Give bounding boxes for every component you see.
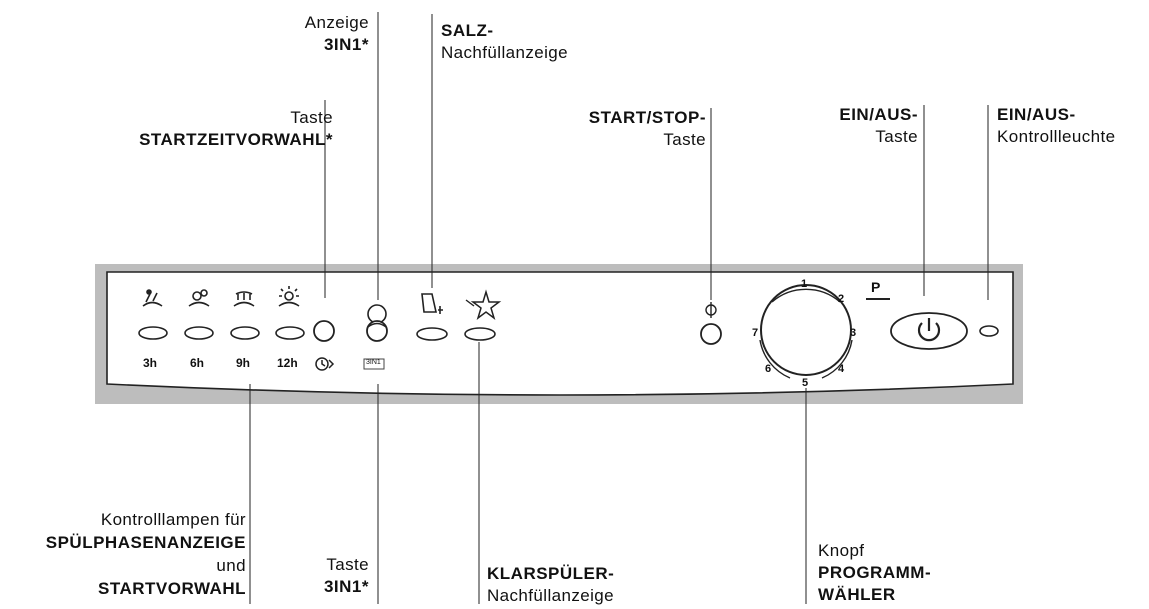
dry-icon — [278, 286, 300, 307]
phase-led-4 — [275, 326, 305, 340]
phase-led-2 — [184, 326, 214, 340]
label-start-stop: START/STOP- Taste — [588, 108, 706, 149]
label-programmwaehler: Knopf PROGRAMM- WÄHLER — [818, 541, 932, 604]
phase-leds — [138, 326, 305, 340]
prewash-icon — [142, 289, 163, 307]
rinse-aid-refill-led — [464, 327, 496, 341]
dial-number-6: 6 — [765, 363, 772, 375]
wash-icon — [188, 289, 210, 307]
phase-led-1 — [138, 326, 168, 340]
delay-start-button[interactable] — [313, 320, 335, 342]
label-ein-aus-kontrollleuchte: EIN/AUS- Kontrollleuchte — [997, 105, 1116, 146]
label-salz: SALZ- Nachfüllanzeige — [441, 21, 568, 62]
delay-time-label-12h: 12h — [277, 356, 298, 370]
delay-time-label-9h: 9h — [236, 356, 251, 370]
phase-led-3 — [230, 326, 260, 340]
label-klarspueler: KLARSPÜLER- Nachfüllanzeige — [487, 564, 615, 605]
salt-refill-led — [416, 327, 448, 341]
label-taste-3in1: Taste 3IN1* — [323, 555, 369, 596]
start-stop-button[interactable] — [700, 323, 722, 345]
program-marker-p: P — [871, 279, 881, 295]
3in1-badge-text: 3IN1 — [366, 359, 381, 366]
delay-time-label-3h: 3h — [143, 356, 158, 370]
delay-time-label-6h: 6h — [190, 356, 205, 370]
dial-number-1: 1 — [801, 278, 808, 290]
delay-clock-icon — [315, 357, 335, 371]
power-icon — [917, 318, 941, 342]
salt-icon — [421, 293, 443, 314]
dial-scale-ticks — [759, 288, 853, 379]
3in1-button[interactable] — [366, 320, 388, 342]
3in1-badge-box — [363, 358, 385, 370]
dial-number-3: 3 — [850, 327, 857, 339]
phase-icons — [142, 286, 300, 307]
start-stop-icon — [705, 302, 717, 318]
rinse-icon — [233, 291, 255, 307]
dial-number-7: 7 — [752, 327, 759, 339]
dial-number-5: 5 — [802, 377, 809, 389]
dial-number-4: 4 — [838, 363, 845, 375]
label-startzeitvorwahl: Taste STARTZEITVORWAHL* — [139, 108, 333, 149]
rinse-aid-icon — [470, 289, 502, 320]
label-ein-aus-taste: EIN/AUS- Taste — [839, 105, 918, 146]
leader-lines — [249, 12, 989, 604]
label-kontrolllampen: Kontrolllampen für SPÜLPHASENANZEIGE und… — [45, 510, 246, 598]
program-dial[interactable] — [759, 284, 853, 379]
on-off-indicator-light — [979, 325, 999, 337]
dial-number-2: 2 — [838, 293, 845, 305]
label-anzeige-3in1: Anzeige 3IN1* — [304, 13, 369, 54]
